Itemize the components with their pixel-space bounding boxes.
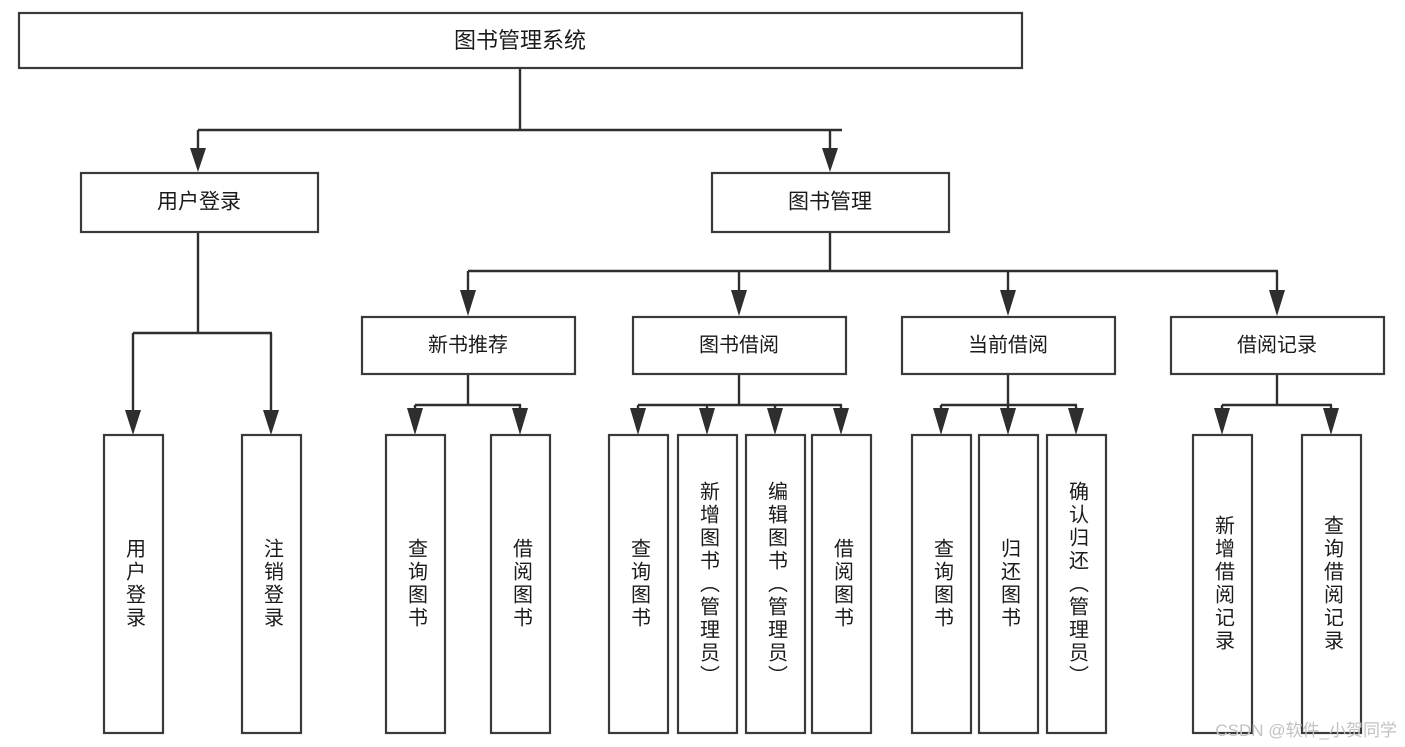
leaf-box-group bbox=[102, 433, 1363, 735]
node-root-label: 图书管理系统 bbox=[454, 28, 586, 53]
node-book-management-label: 图书管理 bbox=[788, 191, 872, 214]
node-book-management-box[interactable] bbox=[710, 171, 951, 234]
node-borrow-record[interactable]: 借阅记录 bbox=[1169, 315, 1386, 376]
arrowhead-book-mgmt bbox=[822, 148, 838, 172]
leaf-box-query-book-3[interactable] bbox=[910, 433, 973, 735]
node-borrow-record-box[interactable] bbox=[1169, 315, 1386, 376]
arrowhead-current-borrow-leaf3 bbox=[1068, 408, 1084, 435]
node-borrow-record-label: 借阅记录 bbox=[1237, 333, 1317, 356]
node-new-book-recommend-box[interactable] bbox=[360, 315, 577, 376]
node-root-box[interactable] bbox=[17, 11, 1024, 70]
arrowhead-new-book bbox=[460, 290, 476, 316]
arrowhead-book-borrow-leaf4 bbox=[833, 408, 849, 435]
arrowhead-user-login bbox=[190, 148, 206, 172]
node-book-borrow-label: 图书借阅 bbox=[699, 333, 779, 356]
arrowhead-book-borrow-leaf2 bbox=[699, 408, 715, 435]
leaf-box-add-book[interactable] bbox=[676, 433, 739, 735]
connector-group bbox=[125, 68, 1339, 435]
leaf-box-borrow-book-1[interactable] bbox=[489, 433, 552, 735]
leaf-box-return-book[interactable] bbox=[977, 433, 1040, 735]
node-user-login-box[interactable] bbox=[79, 171, 320, 234]
leaf-box-user-login[interactable] bbox=[102, 433, 165, 735]
arrowhead-book-borrow-leaf1 bbox=[630, 408, 646, 435]
node-user-login[interactable]: 用户登录 bbox=[79, 171, 320, 234]
arrowhead-current-borrow bbox=[1000, 290, 1016, 316]
arrowhead-new-book-leaf2 bbox=[512, 408, 528, 435]
node-current-borrow-label: 当前借阅 bbox=[968, 333, 1048, 356]
leaf-box-borrow-book-2[interactable] bbox=[810, 433, 873, 735]
arrowhead-current-borrow-leaf2 bbox=[1000, 408, 1016, 435]
leaf-box-query-record[interactable] bbox=[1300, 433, 1363, 735]
node-user-login-label: 用户登录 bbox=[157, 191, 241, 214]
leaf-box-query-book-2[interactable] bbox=[607, 433, 670, 735]
node-book-borrow-box[interactable] bbox=[631, 315, 848, 376]
node-root[interactable]: 图书管理系统 bbox=[17, 11, 1024, 70]
leaf-box-add-record[interactable] bbox=[1191, 433, 1254, 735]
arrowhead-current-borrow-leaf1 bbox=[933, 408, 949, 435]
node-new-book-recommend[interactable]: 新书推荐 bbox=[360, 315, 577, 376]
csdn-watermark: CSDN @软件_小贺同学 bbox=[1215, 721, 1397, 740]
arrowhead-leaf-user-login bbox=[125, 410, 141, 435]
node-current-borrow[interactable]: 当前借阅 bbox=[900, 315, 1117, 376]
node-current-borrow-box[interactable] bbox=[900, 315, 1117, 376]
arrowhead-leaf-logout bbox=[263, 410, 279, 435]
arrowhead-borrow-record-leaf1 bbox=[1214, 408, 1230, 435]
leaf-box-logout[interactable] bbox=[240, 433, 303, 735]
arrowhead-book-borrow-leaf3 bbox=[767, 408, 783, 435]
arrowhead-borrow-record bbox=[1269, 290, 1285, 316]
arrowhead-book-borrow bbox=[731, 290, 747, 316]
node-new-book-recommend-label: 新书推荐 bbox=[428, 333, 508, 356]
leaf-box-edit-book[interactable] bbox=[744, 433, 807, 735]
arrowhead-borrow-record-leaf2 bbox=[1323, 408, 1339, 435]
leaf-box-confirm-return[interactable] bbox=[1045, 433, 1108, 735]
arrowhead-new-book-leaf1 bbox=[407, 408, 423, 435]
node-book-borrow[interactable]: 图书借阅 bbox=[631, 315, 848, 376]
node-book-management[interactable]: 图书管理 bbox=[710, 171, 951, 234]
leaf-box-query-book-1[interactable] bbox=[384, 433, 447, 735]
